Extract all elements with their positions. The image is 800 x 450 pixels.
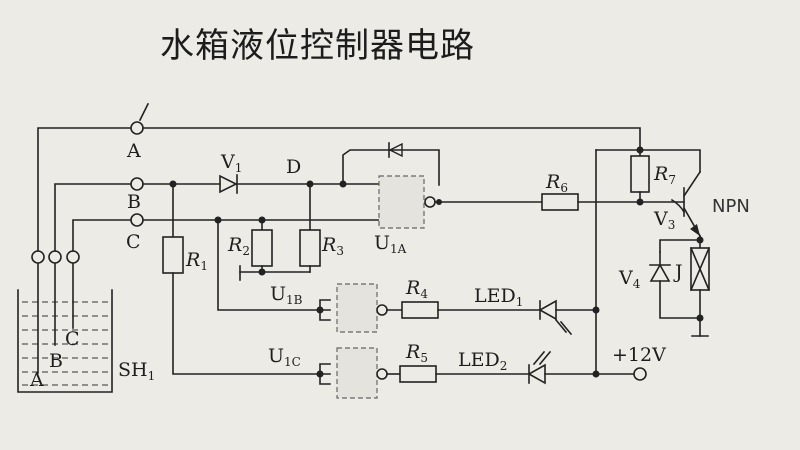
gate-u1a [378,175,425,229]
probe-terminal-a [31,250,45,264]
probe-terminal-b [48,250,62,264]
resistor-r1 [162,236,184,274]
diode-v4 [649,263,671,282]
gate-u1b [336,283,378,333]
water-tank [17,289,113,393]
led1 [538,299,557,321]
gate-u1a-output [424,196,436,208]
gate-u1c-output [376,368,388,380]
resistor-r6 [541,193,579,211]
gate-u1c [336,347,378,399]
label-r1: R1 [185,249,208,273]
label-d: D [286,156,301,178]
label-u1a: U1A [374,232,407,256]
tank-label-b: B [49,350,63,372]
label-u1b: U1B [270,283,303,307]
label-a: A [126,140,141,162]
probe-terminal-c [66,250,80,264]
label-v3: V3 [653,208,675,232]
label-c: C [126,231,141,253]
label-v4: V4 [618,267,641,291]
supply-terminal [633,367,647,381]
label-u1c: U1C [268,345,301,369]
resistor-r2 [251,229,273,267]
resistor-r5 [399,365,437,383]
resistor-r7 [630,155,650,193]
label-supply: +12V [612,344,666,366]
label-led1: LED1 [474,285,523,309]
led2 [527,363,546,385]
resistor-r3 [299,229,321,267]
feedback-diode [388,142,403,158]
input-terminals [130,102,150,227]
terminal-b [130,177,144,191]
diode-v1 [219,174,238,194]
label-b: B [127,191,141,213]
label-j: J [673,261,683,283]
terminal-a [130,121,144,135]
handwritten-npn-note: NPN [712,196,750,217]
label-led2: LED2 [458,349,507,373]
probe-electrodes [31,250,80,374]
label-v1: V1 [220,151,242,175]
transistor-v3 [682,170,702,238]
tank-label-c: C [65,328,80,350]
resistor-r4 [401,301,439,319]
terminal-c [130,213,144,227]
probe-leads [37,127,132,252]
label-r7: R7 [653,163,676,187]
label-sh1: SH1 [118,359,155,383]
tank-label-a: A [29,369,44,391]
label-r6: R6 [545,171,568,195]
label-r3: R3 [321,234,344,258]
label-r2: R2 [227,234,250,258]
label-r4: R4 [405,277,428,301]
label-r5: R5 [405,341,428,365]
gate-u1b-output [376,304,388,316]
diagram-title: 水箱液位控制器电路 [160,26,475,66]
